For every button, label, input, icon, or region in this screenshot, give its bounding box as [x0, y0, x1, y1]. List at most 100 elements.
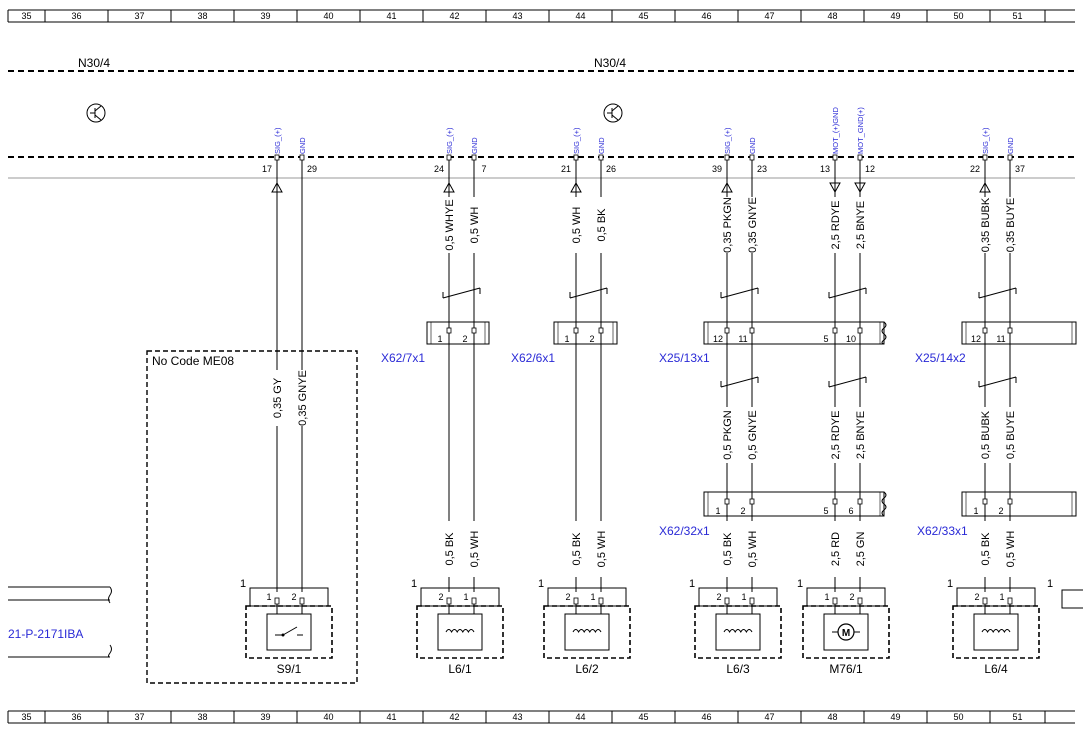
coil-icon: [723, 629, 753, 634]
ruler-label: 44: [575, 712, 585, 722]
connector-housing: [703, 321, 885, 345]
ruler-label: 47: [764, 11, 774, 21]
connector-pin: [724, 327, 730, 334]
wire-label: 0,35 GNYE: [747, 197, 759, 253]
shield-mark: [720, 376, 759, 388]
connector-pin: [832, 498, 838, 505]
ruler-label: 38: [197, 712, 207, 722]
connector-name[interactable]: X62/7x1: [381, 351, 425, 365]
wire-label: 0,5 BK: [444, 532, 456, 566]
wire-label: 0,5 BK: [571, 532, 583, 566]
connector-pin: [857, 498, 863, 505]
signal-label: SIG_(+): [723, 127, 732, 154]
connector-pin: [1007, 327, 1013, 334]
connector-pin: [857, 327, 863, 334]
pin-terminal: [857, 154, 863, 161]
wire-label: 2,5 BNYE: [855, 201, 867, 249]
connector-pin: [749, 498, 755, 505]
ruler-label: 46: [701, 11, 711, 21]
pin-number: 26: [606, 164, 616, 174]
wire-label: 0,35 BUBK: [980, 197, 992, 252]
connector-name[interactable]: X62/33x1: [917, 524, 968, 538]
wire-label: 0,35 GY: [272, 377, 284, 418]
wire-label: 0,35 BUYE: [1005, 198, 1017, 252]
pin-terminal: [982, 154, 988, 161]
connector-pin: [598, 327, 604, 334]
signal-label: MOT_(+)GND: [831, 107, 840, 154]
option-box-label: No Code ME08: [152, 354, 234, 368]
svg-text:2: 2: [716, 592, 721, 602]
connector-pin: [1007, 498, 1013, 505]
component-partial[interactable]: 1: [1047, 578, 1083, 609]
pin-terminal: [573, 154, 579, 161]
shield-mark: [720, 287, 759, 299]
svg-text:1: 1: [463, 592, 468, 602]
reference-label[interactable]: 21-P-2171IBA: [8, 627, 83, 641]
svg-text:1: 1: [741, 592, 746, 602]
ruler-label: 48: [827, 11, 837, 21]
ruler-label: 41: [386, 712, 396, 722]
coil-icon: [445, 629, 475, 634]
ruler-label: 43: [512, 712, 522, 722]
pin-terminal: [471, 154, 477, 161]
signal-label: SIG_(+): [981, 127, 990, 154]
ruler-label: 50: [953, 712, 963, 722]
wire-label: 0,5 WH: [747, 531, 759, 568]
connector-name[interactable]: X25/13x1: [659, 351, 710, 365]
ruler-label: 42: [449, 11, 459, 21]
ruler-label: 41: [386, 11, 396, 21]
shield-mark: [978, 376, 1017, 388]
ruler-label: 44: [575, 11, 585, 21]
module-label: N30/4: [78, 56, 110, 70]
connector-pin: [832, 327, 838, 334]
ruler-label: 45: [638, 712, 648, 722]
svg-text:1: 1: [266, 592, 271, 602]
connector-pin: [749, 327, 755, 334]
connector-name[interactable]: X25/14x2: [915, 351, 966, 365]
ruler-label: 35: [21, 11, 31, 21]
connector-pin-number: 5: [823, 334, 828, 344]
component-name: L6/4: [984, 662, 1008, 676]
connector-pin-number: 1: [715, 506, 720, 516]
connector-pin-number: 5: [823, 506, 828, 516]
connector-pin: [982, 498, 988, 505]
connector-pin-number: 2: [740, 506, 745, 516]
wire-label: 2,5 RDYE: [830, 201, 842, 250]
wire-label: 2,5 RDYE: [830, 411, 842, 460]
signal-label: GND: [298, 137, 307, 154]
coil-icon: [981, 629, 1011, 634]
connector-pin: [724, 498, 730, 505]
component-name: L6/2: [575, 662, 599, 676]
svg-text:2: 2: [974, 592, 979, 602]
connector-name[interactable]: X62/32x1: [659, 524, 710, 538]
connector-pin: [982, 327, 988, 334]
pin-number: 24: [434, 164, 444, 174]
wire-label: 0,5 WH: [1005, 531, 1017, 568]
wire-label: 0,5 BUYE: [1005, 411, 1017, 459]
component-name: L6/1: [448, 662, 472, 676]
ruler-label: 49: [890, 11, 900, 21]
ruler-label: 43: [512, 11, 522, 21]
wire-label: 0,5 BK: [722, 532, 734, 566]
signal-label: SIG_(+): [572, 127, 581, 154]
connector-pin-number: 1: [564, 334, 569, 344]
pin-terminal: [724, 154, 730, 161]
pin-number: 17: [262, 164, 272, 174]
wire-label: 2,5 GN: [855, 532, 867, 567]
connector-name[interactable]: X62/6x1: [511, 351, 555, 365]
signal-label: SIG_(+): [273, 127, 282, 154]
ruler-label: 39: [260, 11, 270, 21]
connector-pin-number: 11: [996, 334, 1005, 344]
wire-label: 0,35 GNYE: [297, 370, 309, 426]
ruler-label: 51: [1012, 11, 1022, 21]
ruler-label: 46: [701, 712, 711, 722]
connector-housing: [426, 321, 490, 345]
